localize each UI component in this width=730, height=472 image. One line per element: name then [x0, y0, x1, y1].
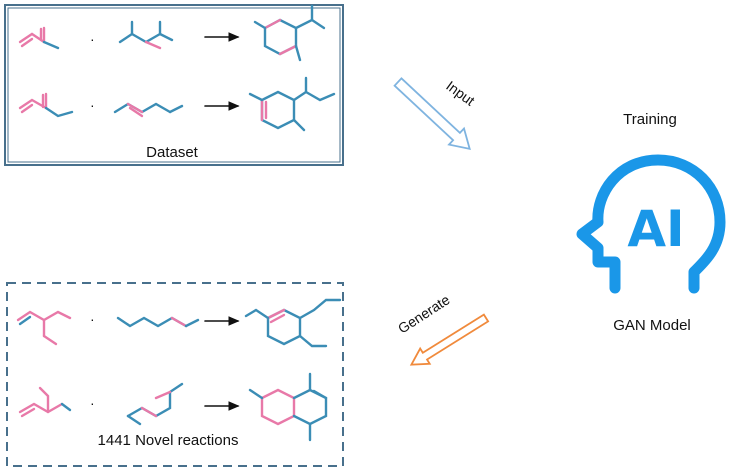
gan-model-label: GAN Model: [613, 317, 691, 334]
dataset-label: Dataset: [146, 144, 199, 161]
product-novel-1: [244, 298, 342, 348]
dataset-reaction-1: ·: [18, 4, 326, 62]
dataset-panel: ·: [4, 4, 344, 166]
training-label: Training: [623, 111, 677, 128]
reactant-diene-2: [18, 92, 74, 118]
plus-sign: ·: [90, 395, 95, 411]
dataset-frame-inner: [7, 7, 341, 163]
gan-model: Training AI GAN Model: [576, 111, 726, 334]
reactant-dienophile-2: [113, 102, 184, 118]
reactant-dienophile-1: [118, 20, 174, 50]
plus-sign: ·: [90, 97, 95, 113]
input-arrow: Input: [393, 77, 478, 151]
ai-icon-text: AI: [627, 200, 684, 258]
reactant-diene-1: [18, 26, 60, 50]
product-2: [248, 76, 336, 132]
reactant-novel-2b: [126, 382, 184, 426]
novel-reaction-1: ·: [16, 298, 342, 348]
dataset-reaction-2: ·: [18, 76, 336, 132]
reactant-novel-1b: [116, 316, 200, 328]
novel-reaction-2: ·: [18, 372, 328, 442]
novel-reactions-label: 1441 Novel reactions: [98, 432, 239, 449]
novel-frame: [6, 282, 344, 467]
dataset-frame: [4, 4, 344, 166]
novel-reactions-panel: · ·: [6, 282, 344, 467]
product-novel-2: [248, 372, 328, 442]
product-1: [253, 4, 326, 62]
generate-arrow-shape: [409, 313, 490, 366]
ai-head-icon: [576, 154, 726, 294]
input-arrow-shape: [393, 77, 471, 151]
input-arrow-label: Input: [443, 77, 478, 108]
reactant-novel-2a: [18, 386, 72, 418]
plus-sign: ·: [90, 31, 95, 47]
generate-arrow: Generate: [395, 291, 490, 366]
reactant-novel-1a: [16, 310, 72, 346]
plus-sign: ·: [90, 311, 95, 327]
generate-arrow-label: Generate: [395, 291, 453, 336]
